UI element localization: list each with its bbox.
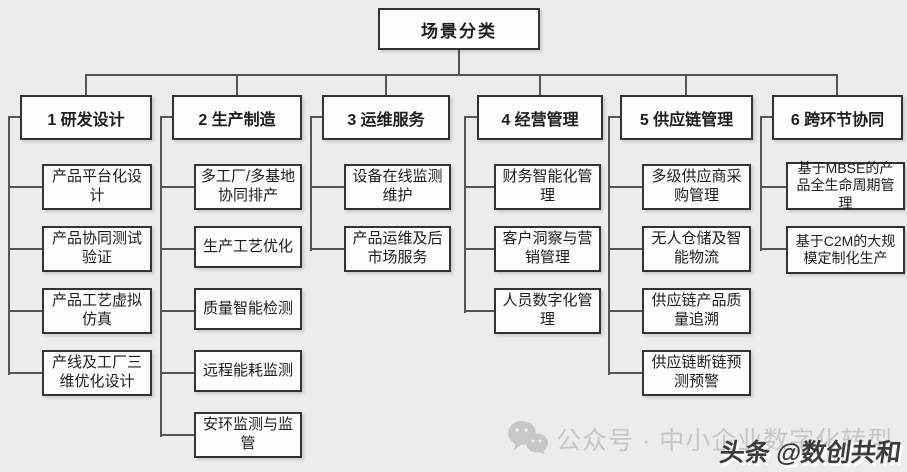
connector-rail-3 — [310, 116, 312, 251]
connector-leaf-stub — [310, 248, 344, 250]
connector-rail-stub-1 — [8, 116, 20, 118]
connector-leaf-stub — [8, 248, 42, 250]
connector-drop-5 — [685, 74, 687, 95]
connector-leaf-stub — [8, 186, 42, 188]
leaf-node: 人员数字化管理 — [494, 288, 601, 334]
watermark-official-account: 公众号 · 中小企业数字化转型 — [556, 427, 894, 455]
leaf-node: 产品工艺虚拟仿真 — [42, 288, 152, 334]
connector-rail-stub-3 — [310, 116, 322, 118]
connector-trunk — [85, 74, 838, 76]
connector-leaf-stub — [464, 248, 494, 250]
leaf-node: 产品运维及后市场服务 — [344, 226, 451, 272]
connector-root-stem — [458, 50, 460, 75]
connector-leaf-stub — [464, 310, 494, 312]
connector-leaf-stub — [608, 372, 642, 374]
connector-drop-3 — [385, 74, 387, 95]
connector-leaf-stub — [8, 372, 42, 374]
leaf-node: 产品平台化设计 — [42, 164, 152, 210]
connector-leaf-stub — [464, 186, 494, 188]
connector-leaf-stub — [760, 248, 786, 250]
category-header-operations-service: 3 运维服务 — [322, 95, 450, 140]
connector-leaf-stub — [160, 248, 194, 250]
leaf-node: 质量智能检测 — [194, 288, 302, 330]
connector-rail-stub-5 — [608, 116, 620, 118]
connector-rail-1 — [8, 116, 10, 375]
connector-rail-stub-6 — [760, 116, 772, 118]
leaf-node: 基于C2M的大规模定制化生产 — [786, 226, 905, 274]
watermark-toutiao: 头条 @数创共和 — [717, 439, 903, 467]
connector-leaf-stub — [160, 186, 194, 188]
category-header-cross-link-collaboration: 6 跨环节协同 — [772, 95, 903, 140]
connector-drop-4 — [539, 74, 541, 95]
leaf-node: 供应链断链预测预警 — [642, 350, 751, 396]
connector-leaf-stub — [608, 186, 642, 188]
leaf-node: 多级供应商采购管理 — [642, 164, 751, 210]
leaf-node: 多工厂/多基地协同排产 — [194, 164, 302, 210]
connector-leaf-stub — [160, 372, 194, 374]
connector-leaf-stub — [160, 434, 194, 436]
leaf-node: 安环监测与监管 — [194, 412, 302, 458]
category-header-business-management: 4 经营管理 — [477, 95, 603, 140]
leaf-node: 基于MBSE的产品全生命周期管理 — [786, 160, 905, 211]
leaf-node: 客户洞察与营销管理 — [494, 226, 601, 272]
connector-leaf-stub — [608, 310, 642, 312]
leaf-node: 无人仓储及智能物流 — [642, 226, 751, 272]
connector-rail-5 — [608, 116, 610, 375]
connector-rail-stub-4 — [464, 116, 477, 118]
category-header-supply-chain: 5 供应链管理 — [620, 95, 753, 140]
connector-leaf-stub — [760, 186, 786, 188]
leaf-node: 产品协同测试验证 — [42, 226, 152, 272]
connector-rail-4 — [464, 116, 466, 313]
leaf-node: 供应链产品质量追溯 — [642, 288, 751, 334]
category-header-rd-design: 1 研发设计 — [20, 95, 152, 140]
leaf-node: 产线及工厂三维优化设计 — [42, 350, 152, 396]
leaf-node: 远程能耗监测 — [194, 350, 302, 392]
connector-rail-stub-2 — [160, 116, 172, 118]
connector-leaf-stub — [608, 248, 642, 250]
connector-rail-6 — [760, 116, 762, 251]
wechat-icon — [508, 421, 548, 454]
connector-drop-1 — [85, 74, 87, 95]
leaf-node: 生产工艺优化 — [194, 226, 302, 268]
connector-rail-2 — [160, 116, 162, 437]
connector-leaf-stub — [310, 186, 344, 188]
connector-drop-2 — [236, 74, 238, 95]
category-header-manufacturing: 2 生产制造 — [172, 95, 302, 140]
leaf-node: 财务智能化管理 — [494, 164, 601, 210]
connector-drop-6 — [836, 74, 838, 95]
connector-leaf-stub — [8, 310, 42, 312]
root-node: 场景分类 — [378, 8, 540, 50]
leaf-node: 设备在线监测维护 — [344, 164, 451, 210]
connector-leaf-stub — [160, 310, 194, 312]
